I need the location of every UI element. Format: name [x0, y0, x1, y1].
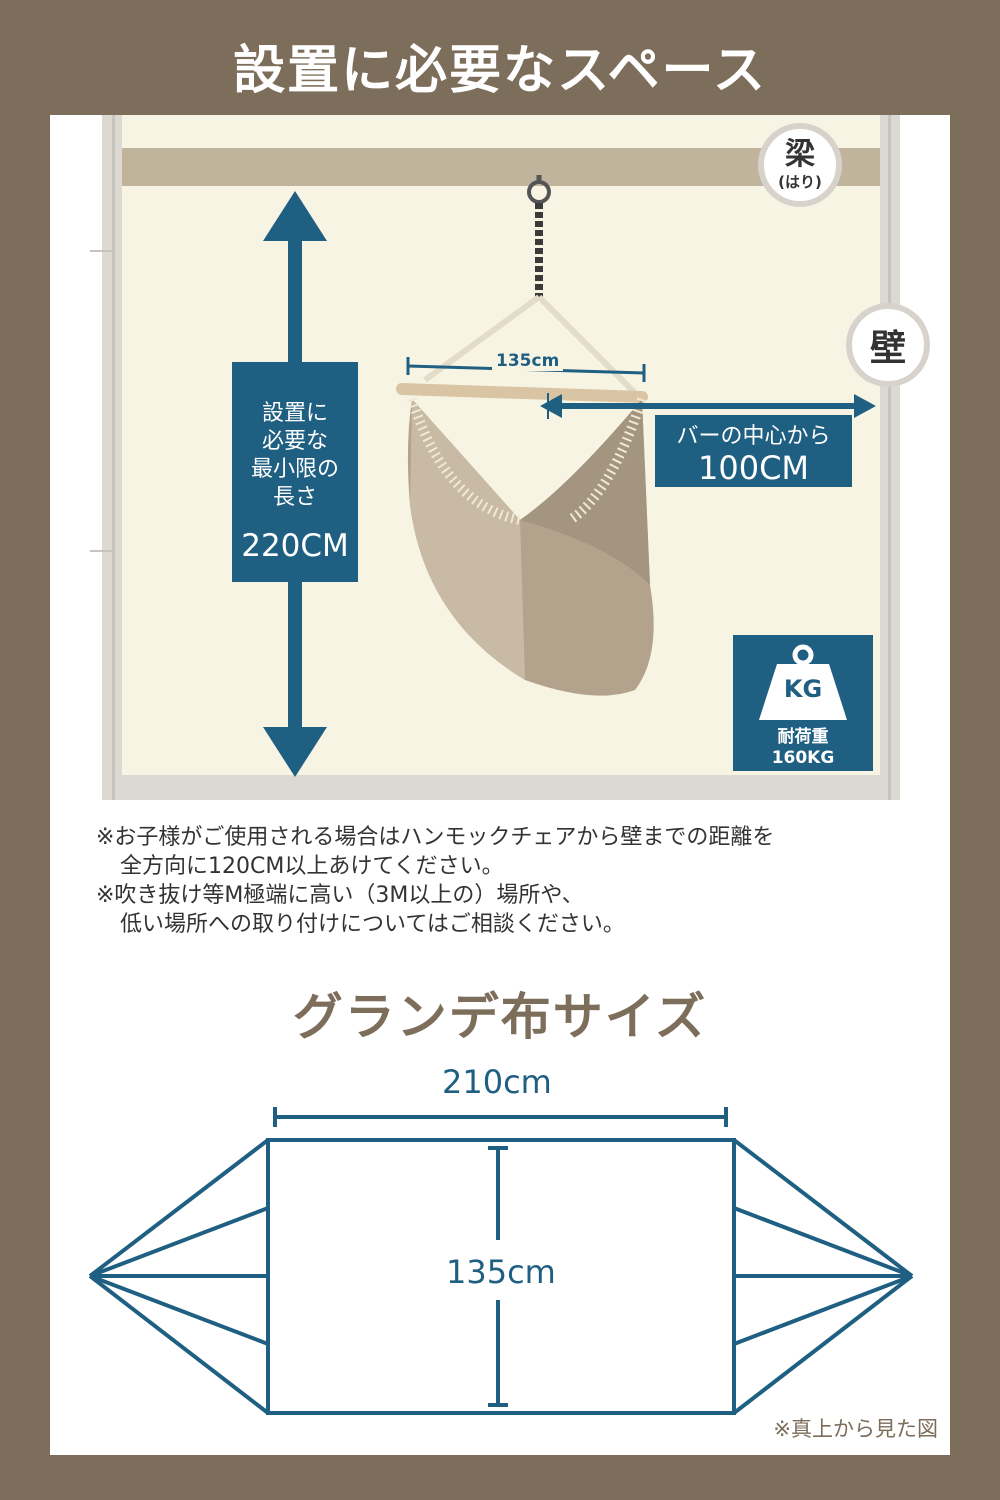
wall-tick [90, 550, 112, 552]
wall-tick [90, 250, 112, 252]
min-length-line: 必要な [261, 429, 328, 454]
fabric-width-label: 210cm [442, 1063, 552, 1101]
content-panel: 梁 (はり) 壁 135c [50, 115, 950, 1455]
load-capacity-box: KG 耐荷重 160KG [733, 635, 873, 771]
min-length-box: 設置に 必要な 最小限の 長さ 220CM [232, 362, 358, 582]
note-line: 低い場所への取り付けについてはご相談ください。 [120, 912, 625, 937]
min-length-line: 設置に [261, 401, 328, 426]
spreader-bar [396, 383, 648, 403]
note-line: ※吹き抜け等M極端に高い（3M以上の）場所や、 [96, 883, 584, 908]
hammock-chair-illustration [263, 175, 876, 777]
right-wall-line [888, 115, 891, 800]
load-label: 耐荷重 [777, 727, 829, 747]
page-title: 設置に必要なスペース [233, 41, 767, 101]
min-length-line: 最小限の [250, 457, 339, 482]
note-line: 全方向に120CM以上あけてください。 [120, 854, 504, 879]
ceiling-beam [122, 148, 880, 186]
fabric-size-title: グランデ布サイズ [292, 988, 708, 1046]
wall-label: 壁 [869, 328, 906, 369]
wall-badge: 壁 [846, 303, 930, 387]
notes: ※お子様がご使用される場合はハンモックチェアから壁までの距離を 全方向に120C… [96, 823, 926, 939]
beam-reading: (はり) [778, 172, 822, 191]
fabric-diagram [88, 1107, 914, 1415]
min-length-line: 長さ [272, 485, 317, 510]
note-line: ※お子様がご使用される場合はハンモックチェアから壁までの距離を [96, 825, 775, 850]
weight-icon-text: KG [783, 675, 823, 703]
beam-badge: 梁 (はり) [758, 123, 842, 207]
distance-label: バーの中心から [676, 424, 831, 449]
distance-value: 100CM [697, 449, 810, 487]
distance-box: バーの中心から 100CM [655, 415, 852, 487]
left-wall-line [112, 115, 115, 800]
ceiling-hook-icon [527, 180, 551, 204]
bar-width-label: 135cm [492, 351, 564, 371]
top-view-caption: ※真上から見た図 [773, 1417, 938, 1441]
weight-icon [759, 644, 847, 720]
beam-label: 梁 [785, 136, 815, 172]
min-length-value: 220CM [241, 528, 349, 564]
load-value: 160KG [771, 748, 835, 768]
fabric-height-label: 135cm [446, 1253, 556, 1291]
